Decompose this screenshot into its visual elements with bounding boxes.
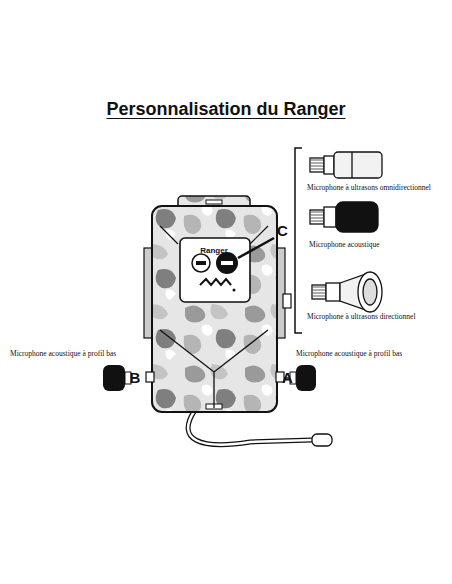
part-label: Microphone acoustique à profil bas: [296, 349, 402, 358]
part-label: Microphone acoustique: [309, 240, 380, 249]
diagram-title: Personnalisation du Ranger: [106, 99, 345, 120]
screen-label: Ranger: [200, 246, 228, 255]
callout-letter: C: [277, 222, 288, 239]
part-label: Microphone acoustique à profil bas: [10, 349, 116, 358]
callout-letter: A: [282, 369, 293, 386]
callout-letter: B: [130, 369, 141, 386]
part-label: Microphone à ultrasons omnidirectionnel: [307, 183, 431, 192]
part-label: Microphone à ultrasons directionnel: [307, 312, 416, 321]
